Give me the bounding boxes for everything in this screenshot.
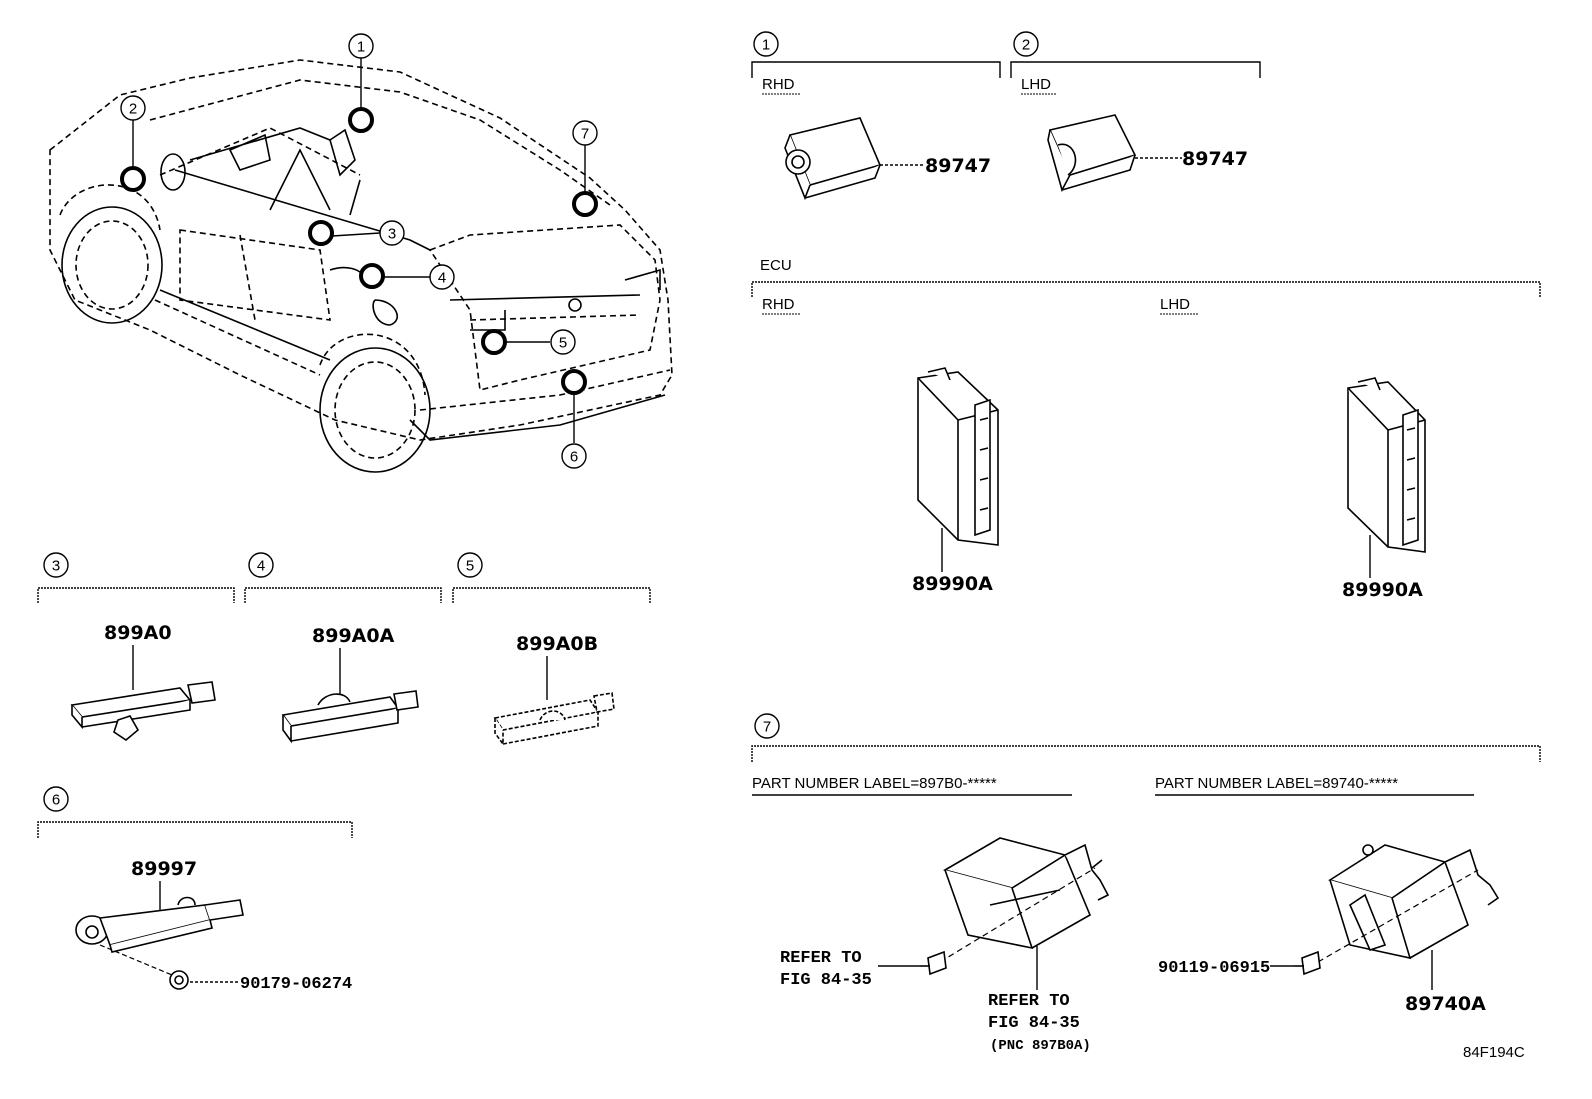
ecu-rhd-label: RHD [762, 296, 795, 313]
part-899a0: 899A0 [104, 622, 172, 644]
location-markers [120, 107, 598, 395]
callout-7: 7 [581, 126, 589, 143]
part-89747-lhd: 89747 [1182, 148, 1248, 170]
part-899a0a-drawing [281, 690, 419, 744]
location-marker-7 [572, 191, 598, 217]
module-89740a-drawing [1328, 844, 1500, 960]
location-marker-2 [120, 166, 146, 192]
section-1: 1 RHD 89747 [751, 31, 1001, 201]
location-marker-1 [348, 107, 374, 133]
refer-pnc: (PNC 897B0A) [990, 1038, 1091, 1054]
bolt-right-drawing [1294, 950, 1321, 976]
part-89747-rhd-drawing [784, 117, 882, 201]
section-3: 3 899A0 [37, 552, 235, 741]
vehicle-overview [49, 59, 673, 473]
section-6: 6 89997 90179-06274 [37, 786, 353, 994]
part-89997-drawing [75, 896, 244, 953]
figure-code: 84F194C [1463, 1044, 1525, 1061]
part-89990a-rhd: 89990A [912, 573, 993, 595]
overview-callouts [120, 33, 598, 469]
section-7: 7 PART NUMBER LABEL=897B0-***** PART NUM… [751, 713, 1541, 1054]
part-90179-drawing [169, 970, 189, 990]
section-4: 4 899A0A [244, 552, 442, 744]
part-number-label-897b0: PART NUMBER LABEL=897B0-***** [752, 775, 997, 792]
callout-3: 3 [388, 226, 396, 243]
refer-bottom-line1: REFER TO [988, 992, 1070, 1011]
part-89740a: 89740A [1405, 993, 1486, 1015]
part-89997: 89997 [131, 858, 197, 880]
section-7-number: 7 [763, 719, 771, 736]
refer-left-line2: FIG 84-35 [780, 971, 872, 990]
section-5-number: 5 [466, 558, 474, 575]
part-number-label-89740: PART NUMBER LABEL=89740-***** [1155, 775, 1398, 792]
bolt-left-drawing [920, 950, 947, 976]
refer-bottom-line2: FIG 84-35 [988, 1014, 1080, 1033]
callout-6: 6 [570, 449, 578, 466]
part-90179-06274: 90179-06274 [240, 975, 352, 994]
location-marker-5 [481, 329, 507, 355]
section-1-rhd-label: RHD [762, 76, 795, 93]
section-ecu: ECU RHD LHD 89990A [751, 257, 1541, 601]
ecu-lhd-label: LHD [1160, 296, 1190, 313]
part-899a0b: 899A0B [516, 633, 598, 655]
part-899a0-drawing [70, 681, 216, 741]
module-897b0-drawing [942, 837, 1110, 950]
location-marker-4 [359, 263, 385, 289]
ecu-label: ECU [760, 257, 792, 274]
callout-2: 2 [129, 101, 137, 118]
section-3-number: 3 [52, 558, 60, 575]
overview-leaders [132, 58, 586, 443]
ecu-rhd-drawing [917, 367, 999, 546]
callout-5: 5 [559, 335, 567, 352]
section-2-number: 2 [1022, 37, 1030, 54]
part-899a0a: 899A0A [312, 625, 395, 647]
section-5: 5 899A0B [452, 552, 651, 747]
location-marker-6 [561, 369, 587, 395]
section-4-number: 4 [257, 558, 265, 575]
callout-4: 4 [438, 270, 446, 287]
part-89990a-lhd: 89990A [1342, 579, 1423, 601]
section-1-number: 1 [762, 37, 770, 54]
callout-1: 1 [357, 39, 365, 56]
section-2: 2 LHD 89747 [1010, 31, 1261, 193]
location-marker-3 [308, 220, 334, 246]
refer-left-line1: REFER TO [780, 949, 862, 968]
part-89747-lhd-drawing [1047, 114, 1137, 193]
part-899a0b-drawing [493, 692, 615, 747]
section-2-lhd-label: LHD [1021, 76, 1051, 93]
section-6-number: 6 [52, 792, 60, 809]
part-90119-06915: 90119-06915 [1158, 959, 1270, 978]
part-89747-rhd: 89747 [925, 155, 991, 177]
ecu-lhd-drawing [1347, 377, 1426, 553]
